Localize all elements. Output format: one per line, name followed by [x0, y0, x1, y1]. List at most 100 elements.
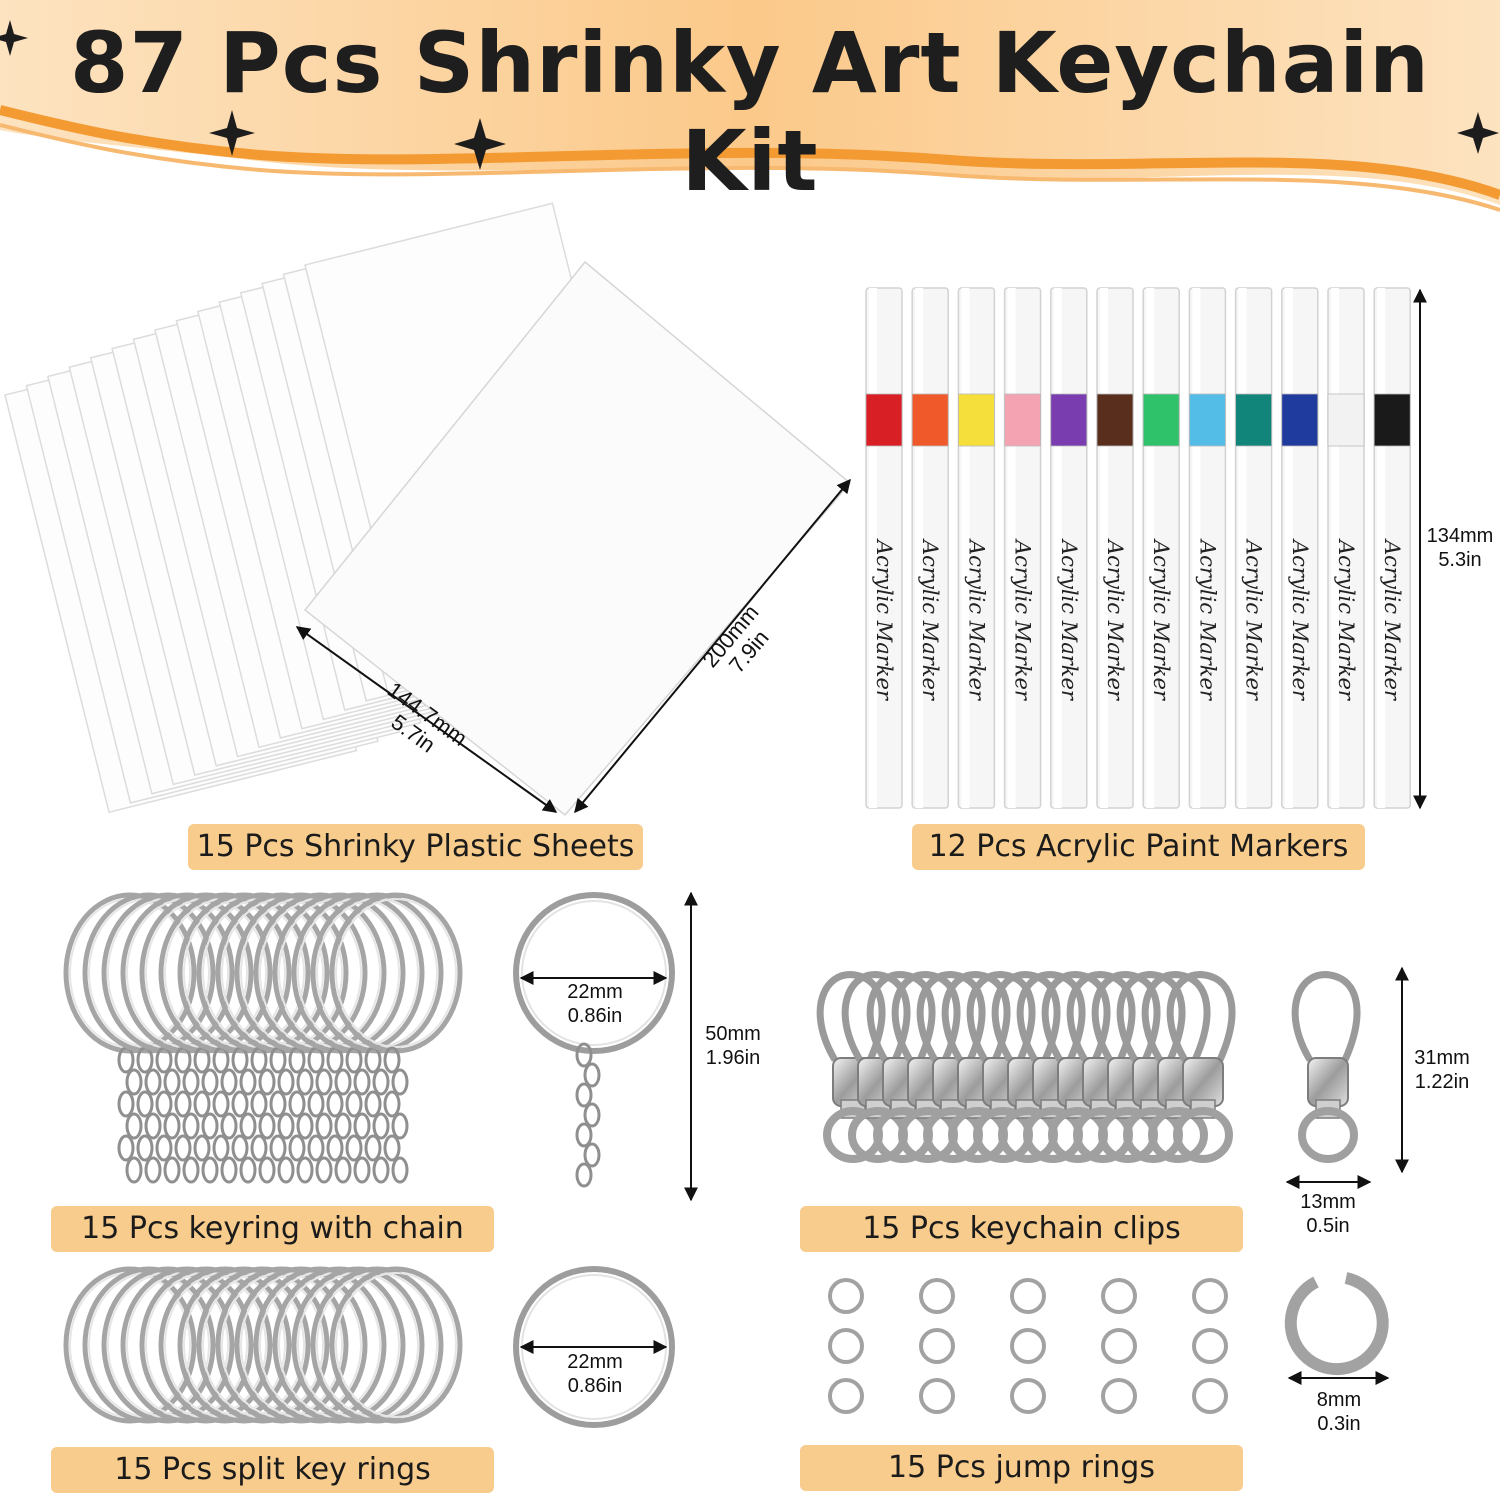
split-ring [82, 1266, 216, 1424]
jump-ring [1192, 1378, 1228, 1414]
chain-link [163, 1112, 181, 1140]
chain-link [182, 1156, 200, 1184]
jump-ring-single [1284, 1272, 1389, 1376]
chain-link [288, 1090, 306, 1118]
chain-link [239, 1112, 257, 1140]
paint-marker: Acrylic Marker [1003, 287, 1042, 809]
paint-marker: Acrylic Marker [1096, 287, 1134, 809]
chain-link [258, 1156, 276, 1184]
paint-marker: Acrylic Marker [865, 287, 903, 809]
chain-link [372, 1112, 390, 1140]
jump-ring [1101, 1278, 1137, 1314]
page-title: 87 Pcs Shrinky Art Keychain Kit [70, 14, 1430, 210]
chain-link [345, 1090, 363, 1118]
sparkle-icon [454, 118, 506, 170]
sparkle-icon [0, 20, 28, 56]
split-ring [291, 1266, 425, 1424]
chain-link [277, 1112, 295, 1140]
keyring-chain-label: 15 Pcs keyring with chain [51, 1206, 494, 1252]
jump-ring [828, 1278, 864, 1314]
chain-link [144, 1112, 162, 1140]
keyring-single [513, 892, 675, 1054]
chain-link [144, 1156, 162, 1184]
keyring-ring-dimension: 22mm 0.86in [567, 981, 623, 1027]
marker-length-dimension: 134mm 5.3in [1426, 525, 1494, 571]
jump-ring [1192, 1328, 1228, 1364]
jump-ring [1101, 1378, 1137, 1414]
paint-marker: Acrylic Marker [1142, 287, 1180, 809]
chain-link [258, 1068, 276, 1096]
split-ring [158, 1266, 292, 1424]
marker-brand-text: Acrylic Marker [1242, 538, 1266, 702]
chain-link [231, 1090, 249, 1118]
keychain-clip [1166, 971, 1236, 1163]
jump-ring-dimension: 8mm 0.3in [1316, 1389, 1362, 1435]
keychain-clip [1016, 971, 1086, 1163]
chain-link [288, 1134, 306, 1162]
jump-ring [919, 1278, 955, 1314]
paint-marker: Acrylic Marker [957, 287, 996, 809]
chain-link [575, 1082, 593, 1108]
paint-marker: Acrylic Marker [1281, 287, 1319, 809]
jump-ring [1192, 1278, 1228, 1314]
title-banner [0, 0, 1500, 212]
chain-link [193, 1090, 211, 1118]
split-ring [139, 1266, 273, 1424]
split-ring [253, 1266, 387, 1424]
chain-link [163, 1068, 181, 1096]
jump-ring [1010, 1328, 1046, 1364]
marker-brand-text: Acrylic Marker [1195, 538, 1219, 702]
chain-link [575, 1162, 593, 1188]
chain-link [296, 1112, 314, 1140]
chain-link [269, 1134, 287, 1162]
paint-marker: Acrylic Marker [1327, 287, 1365, 809]
chain-link [315, 1068, 333, 1096]
split-ring [196, 1266, 330, 1424]
chain-link [326, 1090, 344, 1118]
split-ring [101, 1266, 235, 1424]
chain-link [163, 1156, 181, 1184]
chain-link [372, 1068, 390, 1096]
chain-link [575, 1122, 593, 1148]
chain-link [334, 1068, 352, 1096]
chain-link [136, 1090, 154, 1118]
marker-brand-text: Acrylic Marker [1380, 538, 1404, 702]
marker-brand-text: Acrylic Marker [872, 538, 896, 702]
chain-link [212, 1090, 230, 1118]
dimension-arrows [295, 288, 1427, 1385]
keyrings-with-chain [63, 892, 675, 1188]
chain-link [239, 1156, 257, 1184]
keychain-clips [816, 971, 1361, 1163]
markers-label: 12 Pcs Acrylic Paint Markers [912, 824, 1365, 870]
sheets-label: 15 Pcs Shrinky Plastic Sheets [188, 824, 643, 870]
chain-link [315, 1156, 333, 1184]
marker-brand-text: Acrylic Marker [1288, 538, 1312, 702]
jump-ring [828, 1378, 864, 1414]
chain-link [315, 1112, 333, 1140]
chain-link [201, 1068, 219, 1096]
chain-link [575, 1042, 593, 1068]
paint-marker: Acrylic Marker [1373, 287, 1411, 809]
chain-link [125, 1068, 143, 1096]
clip-width-dimension: 13mm 0.5in [1300, 1191, 1356, 1237]
jump-rings [828, 1272, 1389, 1414]
jump-rings-label: 15 Pcs jump rings [800, 1445, 1243, 1491]
chain-link [372, 1156, 390, 1184]
chain-link [239, 1068, 257, 1096]
chain-link [220, 1068, 238, 1096]
split-ring [234, 1266, 368, 1424]
clips-label: 15 Pcs keychain clips [800, 1206, 1243, 1252]
chain-link [174, 1134, 192, 1162]
chain-link [193, 1134, 211, 1162]
chain-link [583, 1062, 601, 1088]
paint-marker: Acrylic Marker [1050, 287, 1088, 809]
chain-link [117, 1134, 135, 1162]
chain-link [353, 1156, 371, 1184]
jump-ring [1010, 1278, 1046, 1314]
chain-link [220, 1156, 238, 1184]
jump-ring [1101, 1328, 1137, 1364]
chain-link [250, 1090, 268, 1118]
chain-link [182, 1112, 200, 1140]
chain-link [231, 1134, 249, 1162]
